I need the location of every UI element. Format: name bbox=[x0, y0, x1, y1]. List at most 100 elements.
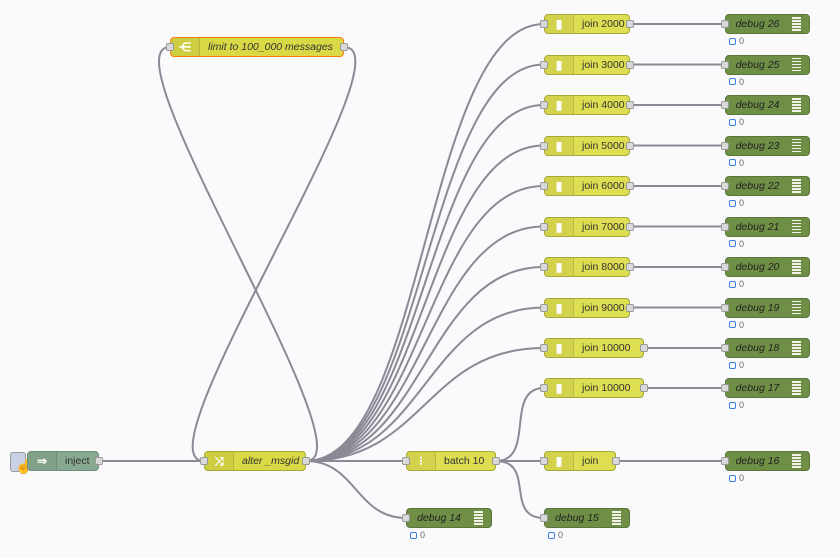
join-node[interactable]: ▮ join 3000 bbox=[540, 54, 634, 75]
debug-node[interactable]: debug 20 bbox=[721, 257, 810, 277]
inject-trigger-button[interactable] bbox=[10, 452, 26, 472]
join-node[interactable]: ▮ join 7000 bbox=[540, 216, 634, 237]
wire-alter-join[interactable] bbox=[305, 306, 545, 462]
limit-node[interactable]: ⋲ limit to 100_000 messages bbox=[166, 37, 348, 57]
debug-list-icon[interactable] bbox=[471, 509, 485, 527]
batch-node[interactable]: ⁝ batch 10 bbox=[402, 451, 500, 471]
output-port[interactable] bbox=[640, 344, 648, 352]
input-port[interactable] bbox=[721, 303, 729, 312]
inject-node[interactable]: ⇒ inject bbox=[27, 451, 103, 471]
input-port[interactable] bbox=[540, 344, 548, 352]
status-count: 0 bbox=[558, 530, 564, 540]
debug-list-icon[interactable] bbox=[789, 218, 803, 236]
output-port[interactable] bbox=[626, 182, 634, 190]
input-port[interactable] bbox=[200, 457, 208, 465]
debug-node[interactable]: debug 21 bbox=[721, 216, 810, 237]
debug-list-icon[interactable] bbox=[789, 177, 803, 195]
input-port[interactable] bbox=[721, 141, 729, 150]
join-node[interactable]: ▮ join 10000 bbox=[540, 338, 648, 358]
debug-list-icon[interactable] bbox=[789, 56, 803, 74]
debug-node[interactable]: debug 24 bbox=[721, 95, 810, 115]
output-port[interactable] bbox=[626, 222, 634, 231]
wire-alter-join[interactable] bbox=[305, 185, 545, 462]
output-port[interactable] bbox=[492, 457, 500, 465]
output-port[interactable] bbox=[640, 384, 648, 392]
input-port[interactable] bbox=[166, 43, 174, 51]
input-port[interactable] bbox=[721, 60, 729, 69]
wire-batch-debug15[interactable] bbox=[495, 460, 545, 519]
debug-node[interactable]: debug 23 bbox=[721, 135, 810, 156]
output-port[interactable] bbox=[626, 141, 634, 150]
input-port[interactable] bbox=[540, 182, 548, 190]
join-node[interactable]: ▮ join 5000 bbox=[540, 135, 634, 156]
join-node[interactable]: ▮ join 2000 bbox=[540, 14, 634, 34]
wire-alter-join[interactable] bbox=[305, 225, 545, 462]
input-port[interactable] bbox=[721, 20, 729, 28]
debug-list-icon[interactable] bbox=[789, 258, 803, 276]
debug-list-icon[interactable] bbox=[789, 96, 803, 114]
debug-node[interactable]: debug 19 bbox=[721, 297, 810, 318]
input-port[interactable] bbox=[721, 182, 729, 190]
debug-list-icon[interactable] bbox=[789, 299, 803, 317]
join-batch-node[interactable]: ▮ join 10000 bbox=[540, 378, 648, 398]
debug-16-node[interactable]: debug 16 bbox=[721, 451, 810, 471]
input-port[interactable] bbox=[540, 384, 548, 392]
input-port[interactable] bbox=[402, 514, 410, 522]
output-port[interactable] bbox=[626, 60, 634, 69]
output-port[interactable] bbox=[626, 303, 634, 312]
input-port[interactable] bbox=[540, 303, 548, 312]
debug-list-icon[interactable] bbox=[789, 452, 803, 470]
wire-alter-debug14[interactable] bbox=[305, 460, 407, 519]
input-port[interactable] bbox=[540, 457, 548, 465]
output-port[interactable] bbox=[612, 457, 620, 465]
debug-list-icon[interactable] bbox=[789, 15, 803, 33]
input-port[interactable] bbox=[540, 60, 548, 69]
wire-alter-join[interactable] bbox=[305, 23, 545, 462]
output-port[interactable] bbox=[340, 43, 348, 51]
debug-node[interactable]: debug 25 bbox=[721, 54, 810, 75]
input-port[interactable] bbox=[402, 457, 410, 465]
debug-list-icon[interactable] bbox=[609, 509, 623, 527]
join-node[interactable]: ▮ join 8000 bbox=[540, 257, 634, 277]
input-port[interactable] bbox=[721, 222, 729, 231]
input-port[interactable] bbox=[540, 222, 548, 231]
input-port[interactable] bbox=[540, 20, 548, 28]
debug-list-icon[interactable] bbox=[789, 137, 803, 155]
join-icon: ▮ bbox=[545, 379, 574, 397]
wire-alter-join[interactable] bbox=[305, 63, 545, 462]
output-port[interactable] bbox=[626, 263, 634, 271]
debug-15-node[interactable]: debug 15 bbox=[540, 508, 630, 528]
wire-alter-join[interactable] bbox=[305, 347, 545, 462]
input-port[interactable] bbox=[721, 457, 729, 465]
debug-list-icon[interactable] bbox=[789, 339, 803, 357]
debug-17-node[interactable]: debug 17 bbox=[721, 378, 810, 398]
output-port[interactable] bbox=[626, 20, 634, 28]
input-port[interactable] bbox=[721, 263, 729, 271]
debug-14-node[interactable]: debug 14 bbox=[402, 508, 492, 528]
output-port[interactable] bbox=[302, 457, 310, 465]
join-node[interactable]: ▮ join 6000 bbox=[540, 176, 634, 196]
debug-list-icon[interactable] bbox=[789, 379, 803, 397]
input-port[interactable] bbox=[721, 384, 729, 392]
wire-alter-join[interactable] bbox=[305, 144, 545, 462]
join-node[interactable]: ▮ join 4000 bbox=[540, 95, 634, 115]
input-port[interactable] bbox=[540, 101, 548, 109]
output-port[interactable] bbox=[626, 101, 634, 109]
alter-msgid-node[interactable]: ⤨ alter _msgid bbox=[200, 451, 310, 471]
wire-limit-alter[interactable] bbox=[191, 46, 357, 462]
input-port[interactable] bbox=[540, 514, 548, 522]
wire-batch-join10000[interactable] bbox=[495, 387, 545, 462]
output-port[interactable] bbox=[95, 457, 103, 465]
input-port[interactable] bbox=[721, 344, 729, 352]
debug-node[interactable]: debug 26 bbox=[721, 14, 810, 34]
join-plain-node[interactable]: ▮ join bbox=[540, 451, 620, 471]
join-node[interactable]: ▮ join 9000 bbox=[540, 297, 634, 318]
wire-alter-limit[interactable] bbox=[158, 46, 318, 462]
input-port[interactable] bbox=[540, 141, 548, 150]
input-port[interactable] bbox=[540, 263, 548, 271]
debug-node[interactable]: debug 22 bbox=[721, 176, 810, 196]
input-port[interactable] bbox=[721, 101, 729, 109]
debug-node[interactable]: debug 18 bbox=[721, 338, 810, 358]
wire-alter-join[interactable] bbox=[305, 266, 545, 462]
wire-alter-join[interactable] bbox=[305, 104, 545, 462]
